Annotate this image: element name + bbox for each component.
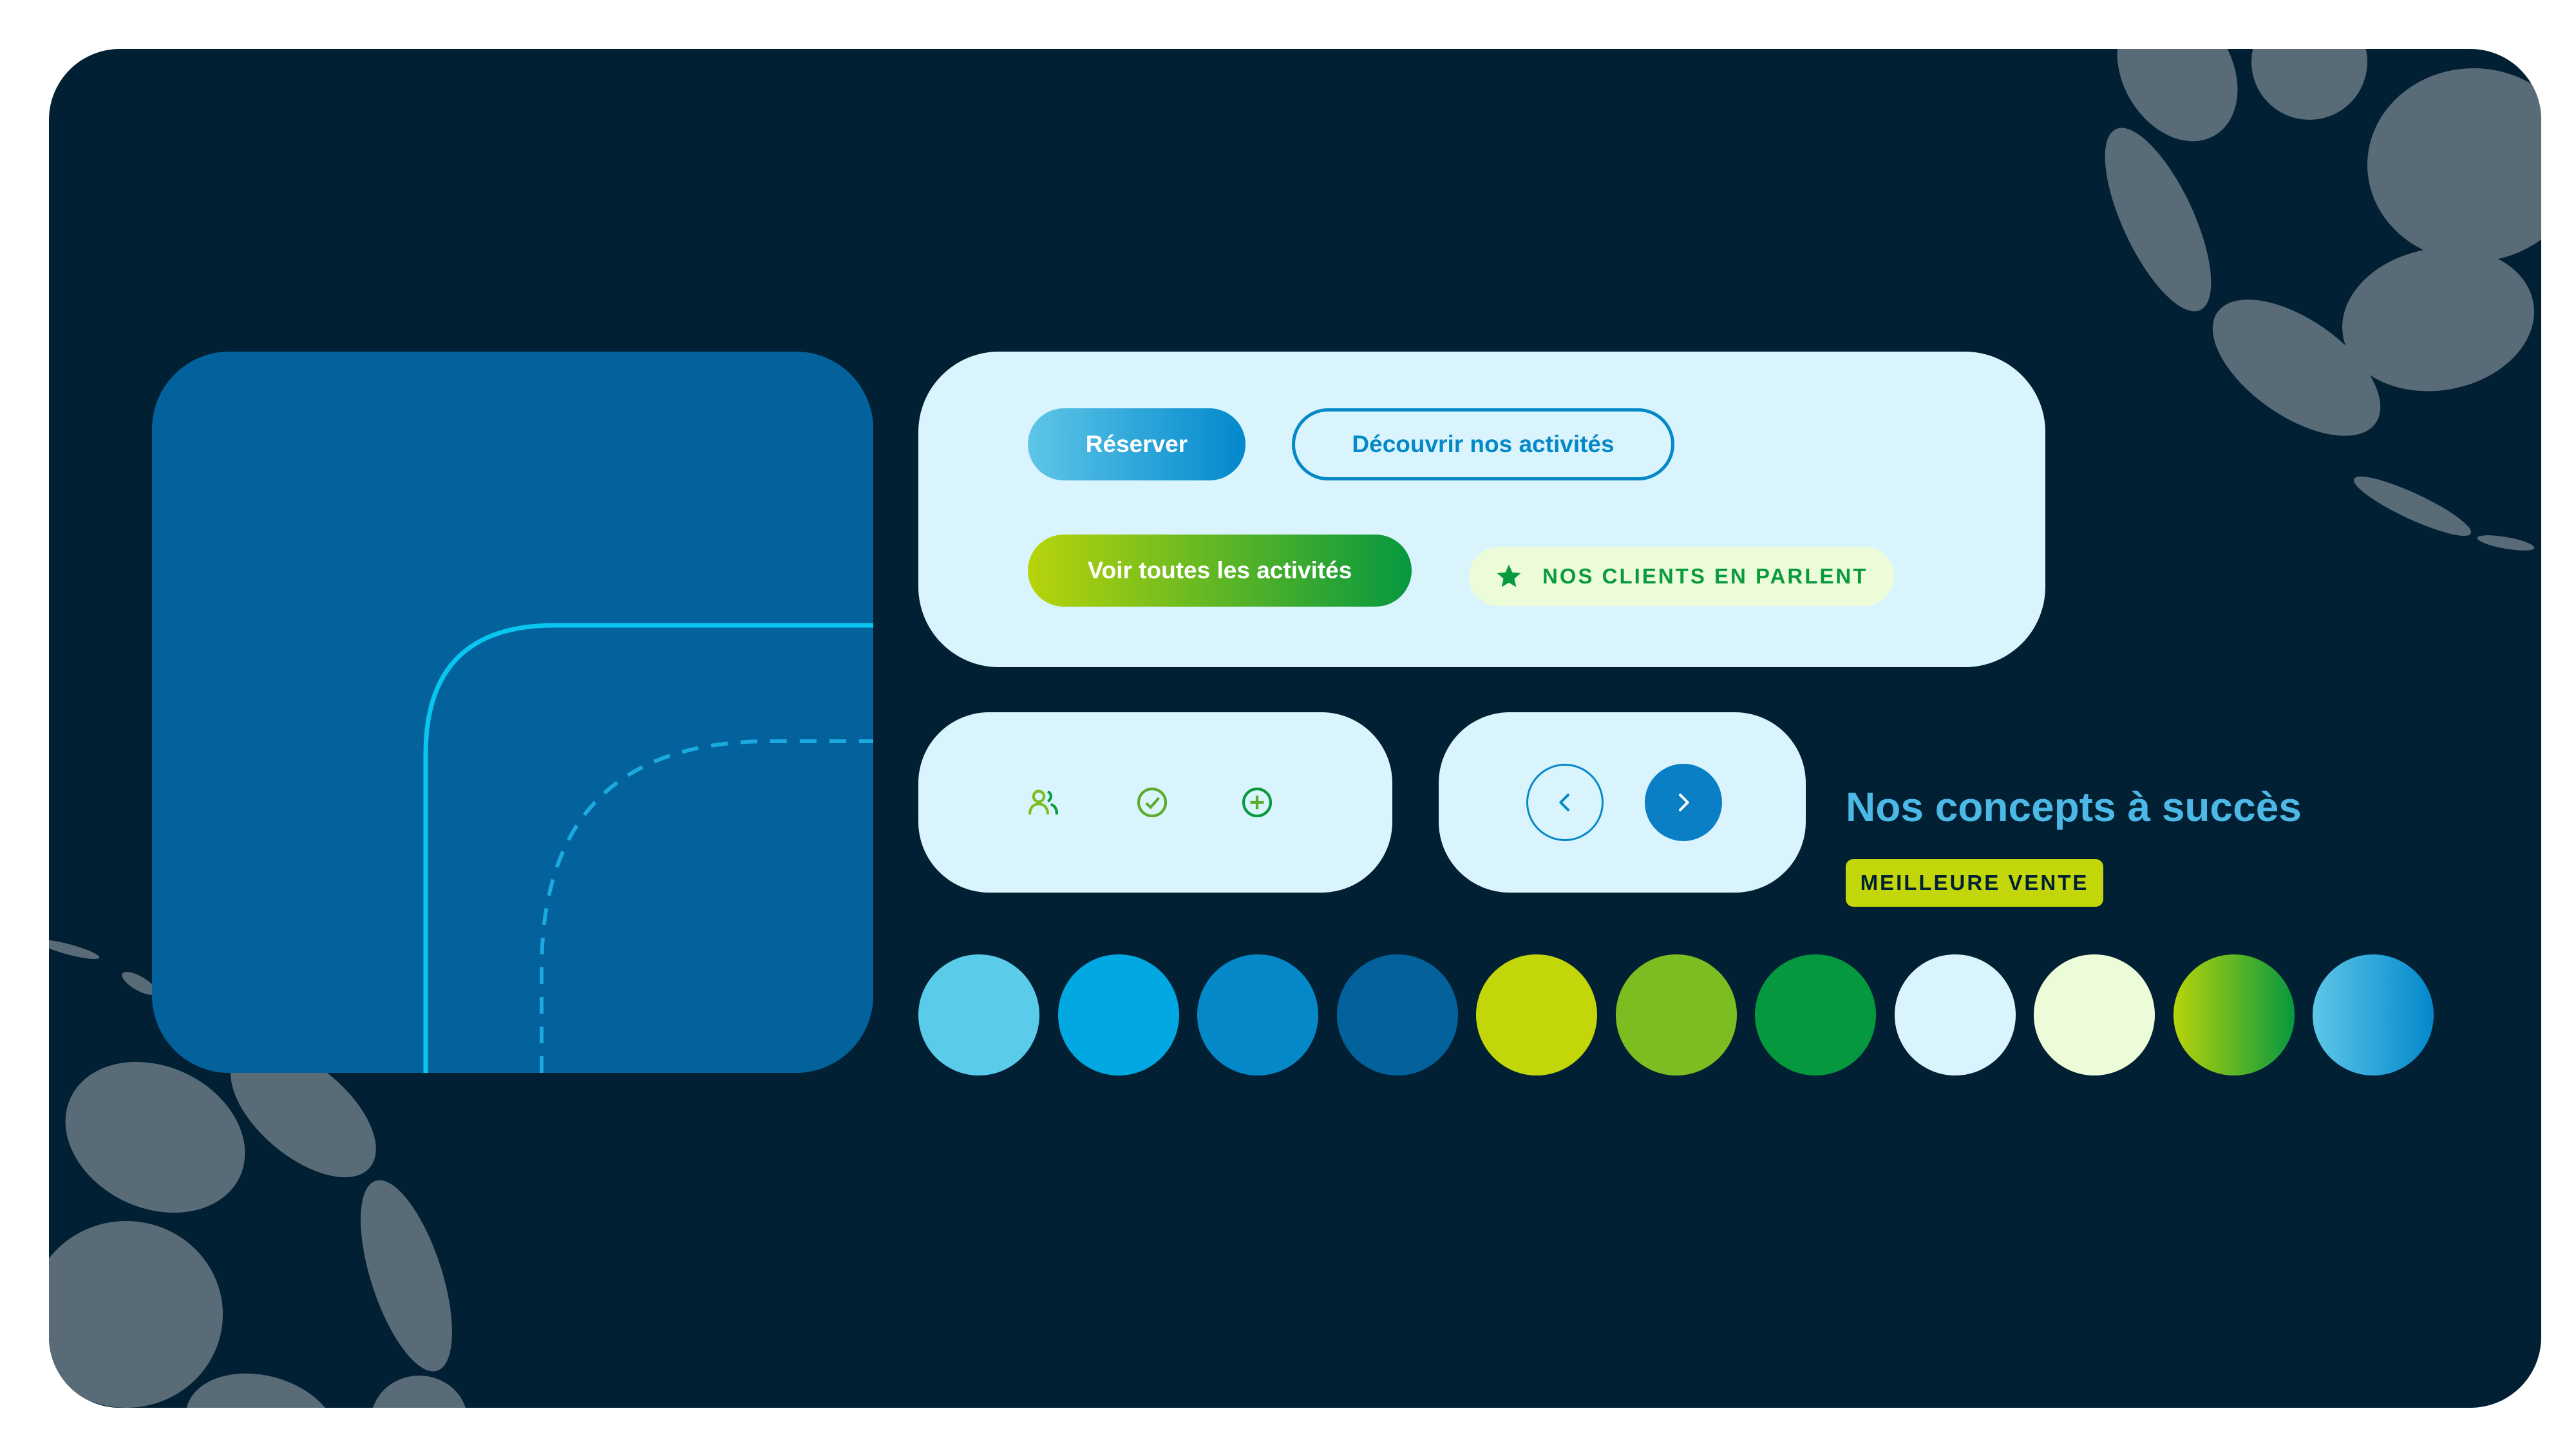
plus-circle-icon[interactable] (1239, 784, 1275, 820)
decorative-blob (2476, 532, 2535, 554)
decorative-blob (2348, 467, 2477, 545)
decorative-blob (2251, 49, 2367, 120)
color-swatch (2313, 954, 2434, 1075)
color-swatch (918, 954, 1039, 1075)
next-button[interactable] (1645, 764, 1722, 841)
chevron-left-icon (1559, 793, 1569, 811)
hero-card (152, 352, 873, 1073)
testimonials-badge-label: NOS CLIENTS EN PARLENT (1542, 564, 1868, 588)
decorative-blob (2367, 68, 2541, 261)
group-icon[interactable] (1025, 784, 1061, 820)
buttons-panel: Réserver Découvrir nos activités Voir to… (918, 352, 2045, 667)
decorative-blob (341, 1170, 471, 1382)
star-icon (1497, 564, 1521, 587)
testimonials-badge: NOS CLIENTS EN PARLENT (1469, 547, 1894, 606)
decorative-blob (2083, 114, 2233, 325)
icons-panel (918, 712, 1392, 893)
color-swatch (1057, 954, 1179, 1075)
color-swatch (1615, 954, 1737, 1075)
section-headline: Nos concepts à succès (1846, 784, 2302, 830)
previous-button[interactable] (1526, 764, 1604, 841)
view-all-activities-button[interactable]: Voir toutes les activités (1028, 535, 1412, 607)
color-swatch (1894, 954, 2016, 1075)
color-swatch (1336, 954, 1458, 1075)
color-swatch (1476, 954, 1597, 1075)
chevron-right-icon (1679, 793, 1689, 811)
color-swatch (2173, 954, 2295, 1075)
decorative-blob (49, 1221, 223, 1408)
discover-activities-button[interactable]: Découvrir nos activités (1292, 408, 1674, 480)
best-seller-badge: MEILLEURE VENTE (1846, 859, 2103, 907)
carousel-nav-panel (1439, 712, 1806, 893)
decorative-blob (371, 1376, 468, 1408)
color-swatch (1197, 954, 1318, 1075)
check-circle-icon[interactable] (1134, 784, 1170, 820)
color-swatch (2034, 954, 2155, 1075)
color-swatch (1755, 954, 1876, 1075)
reserve-button[interactable]: Réserver (1028, 408, 1245, 480)
corner-lines-graphic (423, 623, 873, 1073)
decorative-blob (49, 936, 101, 963)
design-board: Réserver Découvrir nos activités Voir to… (49, 49, 2541, 1408)
